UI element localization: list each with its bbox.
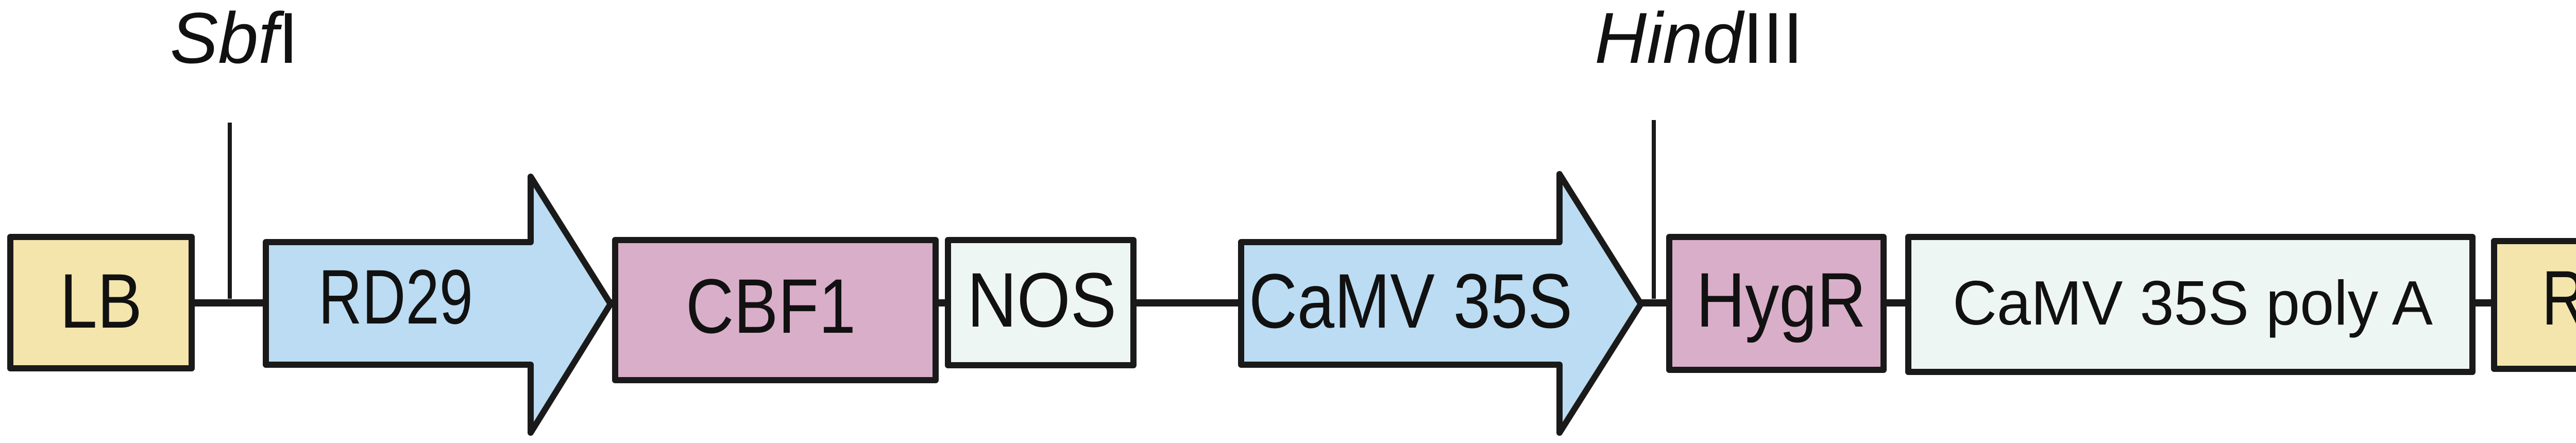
cbf1-gene: CBF1 — [612, 237, 939, 383]
lb-label: LB — [60, 258, 142, 344]
hygr-shape — [1666, 234, 1887, 373]
camv-35s-poly-a-shape — [1905, 234, 2476, 375]
cbf1-label: CBF1 — [686, 263, 856, 349]
lb-element: LB — [7, 234, 195, 371]
rb-element: RB — [2491, 238, 2576, 372]
hygr-gene: HygR — [1666, 234, 1887, 373]
camv-35s-shape — [1238, 171, 1644, 436]
hindiii-roman: III — [1743, 0, 1803, 78]
hygr-label: HygR — [1696, 257, 1866, 343]
rd29-label: RD29 — [318, 253, 473, 340]
nos-shape — [945, 237, 1137, 368]
sbfi-italic: Sbf — [170, 0, 284, 78]
rb-label: RB — [2542, 254, 2576, 341]
nos-terminator: NOS — [945, 237, 1137, 368]
hindiii-site-label: HindIII — [1595, 0, 1803, 78]
nos-label: NOS — [967, 257, 1116, 343]
lb-shape — [7, 234, 195, 371]
rd29-shape — [263, 174, 614, 436]
cbf1-shape — [612, 237, 939, 383]
sbfi-site-label: SbfI — [170, 0, 298, 78]
sbfi-roman: I — [278, 0, 298, 78]
camv-35s-polya-terminator: CaMV 35S poly A — [1905, 234, 2476, 375]
camv-35s-polya-label: CaMV 35S poly A — [1953, 268, 2433, 338]
camv-35s-promoter-arrow: CaMV 35S — [1238, 171, 1644, 436]
hindiii-italic: Hind — [1595, 0, 1745, 78]
rb-shape — [2491, 238, 2576, 372]
rd29-promoter-arrow: RD29 — [263, 174, 614, 436]
camv-35s-label: CaMV 35S — [1249, 258, 1572, 344]
